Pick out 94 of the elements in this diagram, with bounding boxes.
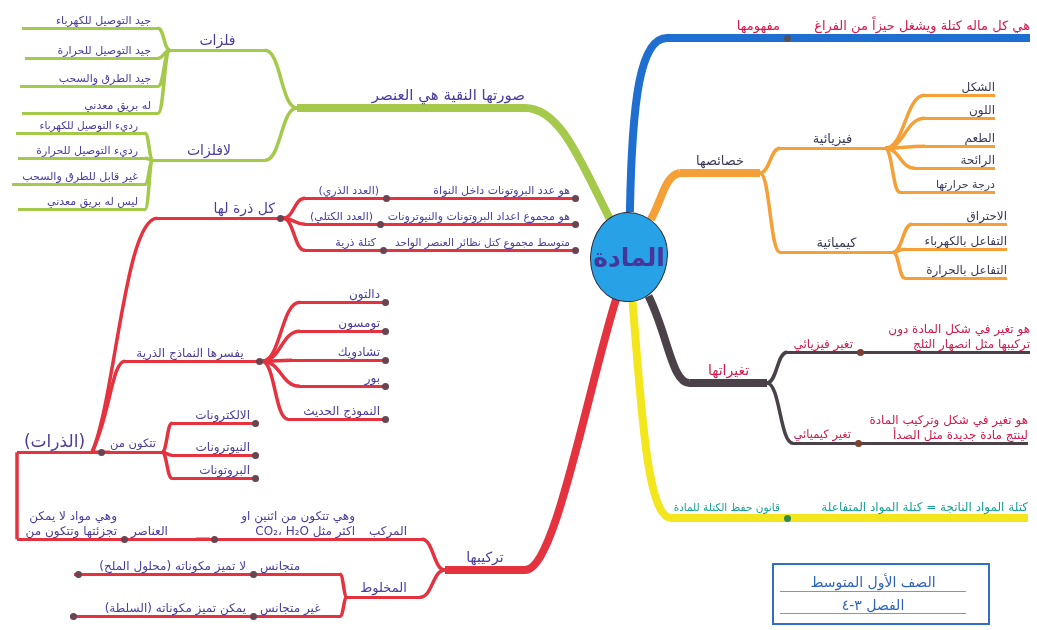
branch-label: كيميائية	[815, 235, 858, 251]
branch-line	[15, 452, 19, 540]
branch-line	[92, 450, 110, 455]
branch-label: يفسرها النماذج الذرية	[135, 345, 245, 360]
branch-label: رديء التوصيل للكهرباء	[38, 119, 138, 132]
definition-text: وهي مواد لا يمكن تجزئتها وتتكون من	[24, 509, 117, 538]
branch-label: الطعم	[963, 130, 995, 145]
branch-line	[625, 34, 668, 213]
branch-label: مفهومها	[735, 18, 780, 34]
branch-label: متجانس	[260, 558, 302, 573]
definition-text: متوسط مجموع كتل نظائر العنصر الواحد	[393, 236, 570, 249]
definition-text: هي كل ماله كتلة ويشغل حيزاً من الفراغ	[813, 18, 1030, 34]
branch-label: تغيراتها	[706, 362, 751, 379]
info-panel	[772, 563, 990, 625]
branch-label: الرائحة	[959, 152, 995, 167]
branch-line	[282, 216, 306, 252]
definition-text: هو تغير في شكل المادة دون تركيبها مثل انصهار الثلج	[887, 322, 1030, 351]
branch-line	[419, 568, 446, 599]
branch-line	[421, 537, 446, 572]
branch-label: كتلة ذرية	[334, 235, 376, 249]
definition-text: هو تغير في شكل وتركيب المادة لينتج مادة جديدة مثل الصدأ	[868, 413, 1028, 442]
branch-label: اللون	[968, 102, 995, 117]
branch-label: صورتها النقية هي العنصر	[370, 86, 525, 104]
branch-line	[161, 450, 173, 458]
branch-label: كل ذرة لها	[212, 200, 275, 217]
branch-label: تومسون	[337, 315, 380, 330]
definition-text: وهي تتكون من اثنين او اكثر مثل CO₂، H₂O	[239, 509, 355, 538]
branch-line	[766, 381, 794, 445]
branch-line	[160, 422, 174, 454]
chapter-label: الفصل ٣-٤	[780, 596, 966, 615]
branch-line	[90, 216, 158, 453]
branch-label: فلزات	[198, 32, 237, 49]
branch-label: التفاعل بالكهرباء	[923, 233, 1007, 248]
branch-label: النموذج الحديث	[302, 403, 380, 418]
central-topic-bubble: المادة	[590, 212, 668, 302]
branch-line	[338, 573, 349, 599]
branch-label: تغير فيزيائي	[792, 336, 853, 351]
branch-line	[758, 171, 782, 254]
branch-label: (العدد الكتلي)	[308, 209, 373, 223]
branch-label: قانون حفظ الكتلة للمادة	[672, 501, 780, 514]
branch-line	[644, 294, 691, 387]
branch-label: (العدد الذري)	[317, 183, 379, 197]
branch-label: تشادويك	[336, 344, 380, 359]
definition-text: كتلة المواد الناتجة = كتلة المواد المتفاعلة	[820, 499, 1028, 514]
branch-line	[156, 49, 172, 115]
branch-line	[524, 104, 613, 220]
branch-label: المركب	[369, 523, 409, 538]
branch-label: لافلزات	[185, 142, 233, 159]
branch-label: له بريق معدني	[83, 98, 151, 112]
branch-label: التفاعل بالحرارة	[925, 262, 1007, 277]
branch-label: البروتونات	[198, 462, 250, 477]
definition-text: لا تميز مكوناته (محلول الملح)	[98, 558, 246, 573]
branch-label: تركيبها	[465, 549, 505, 566]
branch-label: تغير كيميائي	[793, 428, 851, 442]
branch-line	[523, 298, 620, 574]
branch-line	[892, 247, 906, 255]
definition-text: هو مجموع اعداد البروتونات والنيوترونات	[387, 209, 570, 223]
branch-label: تتكون من	[110, 437, 156, 451]
definition-text: يمكن تميز مكوناته (السلطة)	[103, 600, 246, 615]
branch-label: العناصر	[131, 523, 169, 538]
branch-label: (الذرات)	[23, 430, 86, 451]
branch-line	[160, 451, 174, 480]
branch-line	[759, 146, 781, 175]
branch-label: الاحتراق	[965, 208, 1007, 223]
branch-line	[647, 169, 682, 222]
branch-label: غير متجانس	[260, 600, 322, 615]
branch-label: بور	[363, 370, 380, 385]
branch-label: المخلوط	[359, 580, 408, 596]
branch-line	[143, 159, 155, 211]
branch-label: دالتون	[348, 286, 380, 301]
branch-line	[766, 350, 788, 385]
branch-label: النيوترونات	[194, 439, 250, 454]
branch-label: جيد التوصيل للحرارة	[56, 43, 151, 57]
branch-line	[338, 596, 349, 618]
branch-label: الشكل	[960, 79, 995, 94]
branch-label: فيزيائية	[811, 131, 854, 147]
branch-line	[264, 48, 298, 110]
branch-label: غير قابل للطرق والسحب	[21, 169, 138, 183]
branch-label: جيد الطرق والسحب	[57, 71, 151, 85]
branch-label: رديء التوصيل للحرارة	[35, 143, 138, 157]
branch-label: خصائصها	[694, 153, 746, 169]
branch-line	[157, 26, 171, 52]
class-label: الصف الأول المتوسط	[780, 573, 966, 592]
branch-label: ليس له بريق معدني	[46, 194, 138, 208]
branch-line	[892, 250, 907, 280]
branch-label: درجة حرارتها	[934, 177, 995, 191]
definition-text: هو عدد البروتونات داخل النواة	[432, 183, 570, 197]
branch-label: جيد التوصيل للكهرباء	[54, 13, 151, 27]
branch-line	[282, 196, 306, 220]
branch-line	[264, 106, 298, 162]
branch-line	[885, 144, 925, 151]
branch-line	[884, 146, 916, 171]
branch-line	[144, 156, 154, 163]
branch-label: الالكترونات	[194, 407, 250, 422]
